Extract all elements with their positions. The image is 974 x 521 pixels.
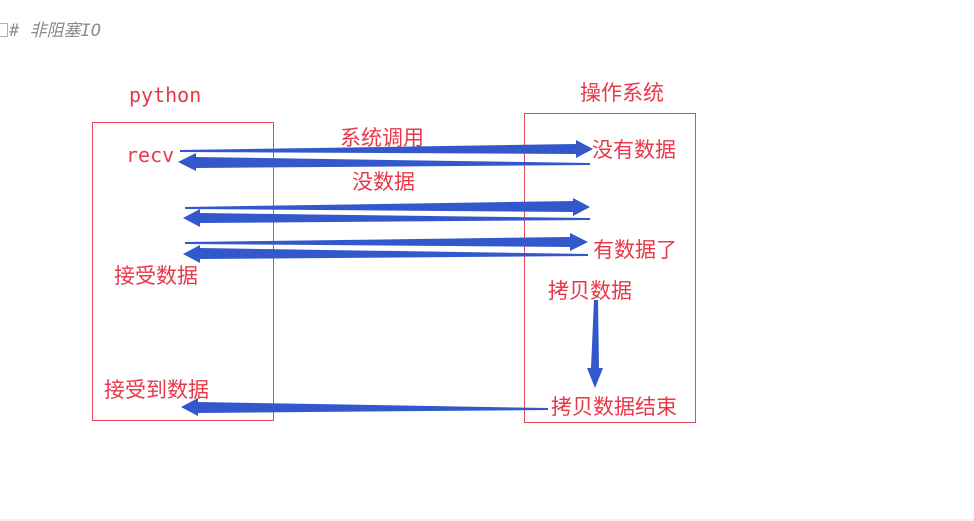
has-data-label: 有数据了 [593,238,677,262]
code-comment: # 非阻塞IO [0,16,101,41]
arrow-no-data-reply-2 [183,209,590,227]
recv-label: recv [126,143,175,167]
arrow-copy-data [587,300,603,388]
comment-text: # 非阻塞IO [9,21,101,41]
receive-data-label: 接受数据 [114,264,198,288]
arrow-syscall-request [180,140,593,158]
os-box [524,113,696,423]
arrow-poll-request-3 [185,233,588,251]
fold-marker-icon [0,23,8,37]
copy-done-label: 拷贝数据结束 [551,395,677,419]
python-box [92,122,274,421]
no-data-reply-label: 没数据 [352,170,415,194]
os-actor-label: 操作系统 [580,81,664,105]
python-actor-label: python [129,83,202,107]
copy-data-label: 拷贝数据 [548,279,632,303]
no-data-os-label: 没有数据 [592,138,676,162]
arrow-receive-reply [183,245,588,263]
arrow-no-data-reply-1 [178,153,590,171]
arrow-copy-done-reply [181,398,548,416]
bottom-edge [0,519,974,521]
syscall-label: 系统调用 [340,126,424,150]
received-data-label: 接受到数据 [104,378,209,402]
arrow-poll-request-2 [185,198,590,216]
